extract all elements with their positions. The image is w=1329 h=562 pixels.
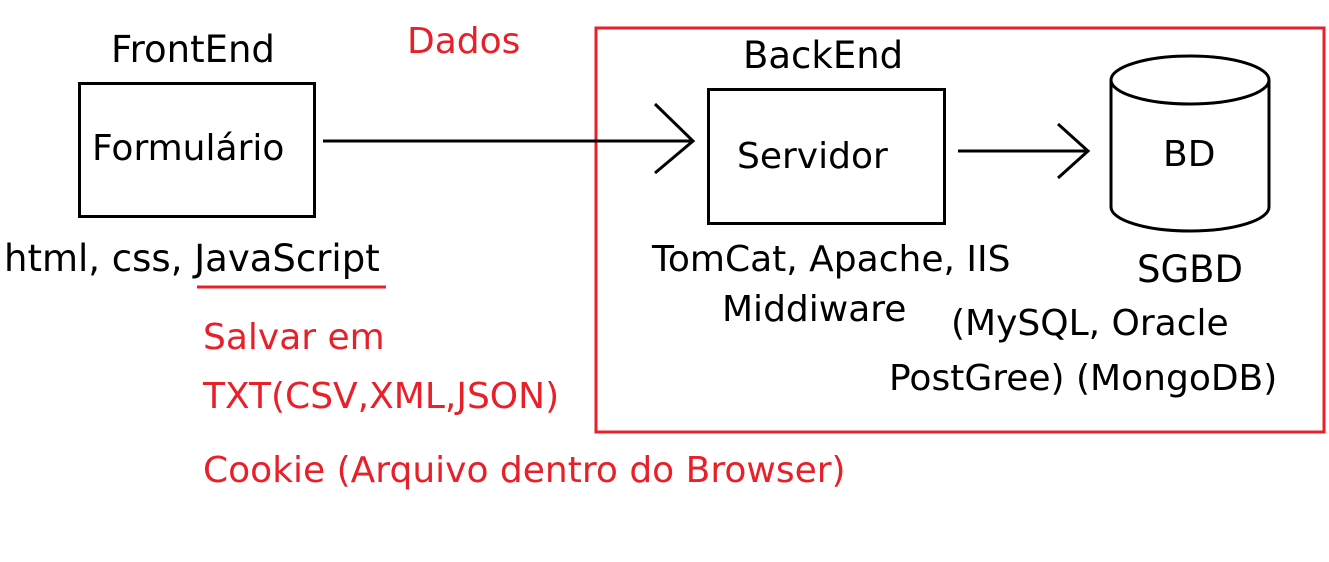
server-box-label: Servidor: [737, 136, 888, 177]
server-tech: TomCat, Apache, IIS: [652, 239, 1011, 280]
backend-title: BackEnd: [743, 34, 904, 77]
sgbd-label: SGBD: [1137, 248, 1244, 291]
sgbd-engines-line1: (MySQL, Oracle: [951, 303, 1229, 344]
frontend-title: FrontEnd: [111, 28, 275, 71]
data-flow-label: Dados: [407, 21, 521, 62]
server-box: [707, 88, 946, 225]
form-box-label: Formulário: [92, 128, 285, 169]
backend-frame: [594, 26, 1326, 434]
note-txt-formats: TXT(CSV,XML,JSON): [203, 376, 560, 417]
arrow-server-to-db: [958, 122, 1091, 180]
sgbd-engines-line2: PostGree) (MongoDB): [889, 358, 1278, 399]
note-save-in: Salvar em: [203, 317, 385, 358]
arrow-form-to-server: [323, 102, 696, 175]
database-cylinder-icon: [1109, 54, 1271, 233]
form-box: [78, 82, 316, 218]
database-label: BD: [1163, 134, 1216, 175]
server-middleware: Middiware: [722, 289, 907, 330]
frontend-tech: html, css, JavaScript: [4, 240, 380, 277]
frontend-tech-list: html, css,: [4, 237, 195, 280]
note-cookie: Cookie (Arquivo dentro do Browser): [203, 450, 846, 491]
frontend-tech-javascript: JavaScript: [194, 237, 380, 280]
